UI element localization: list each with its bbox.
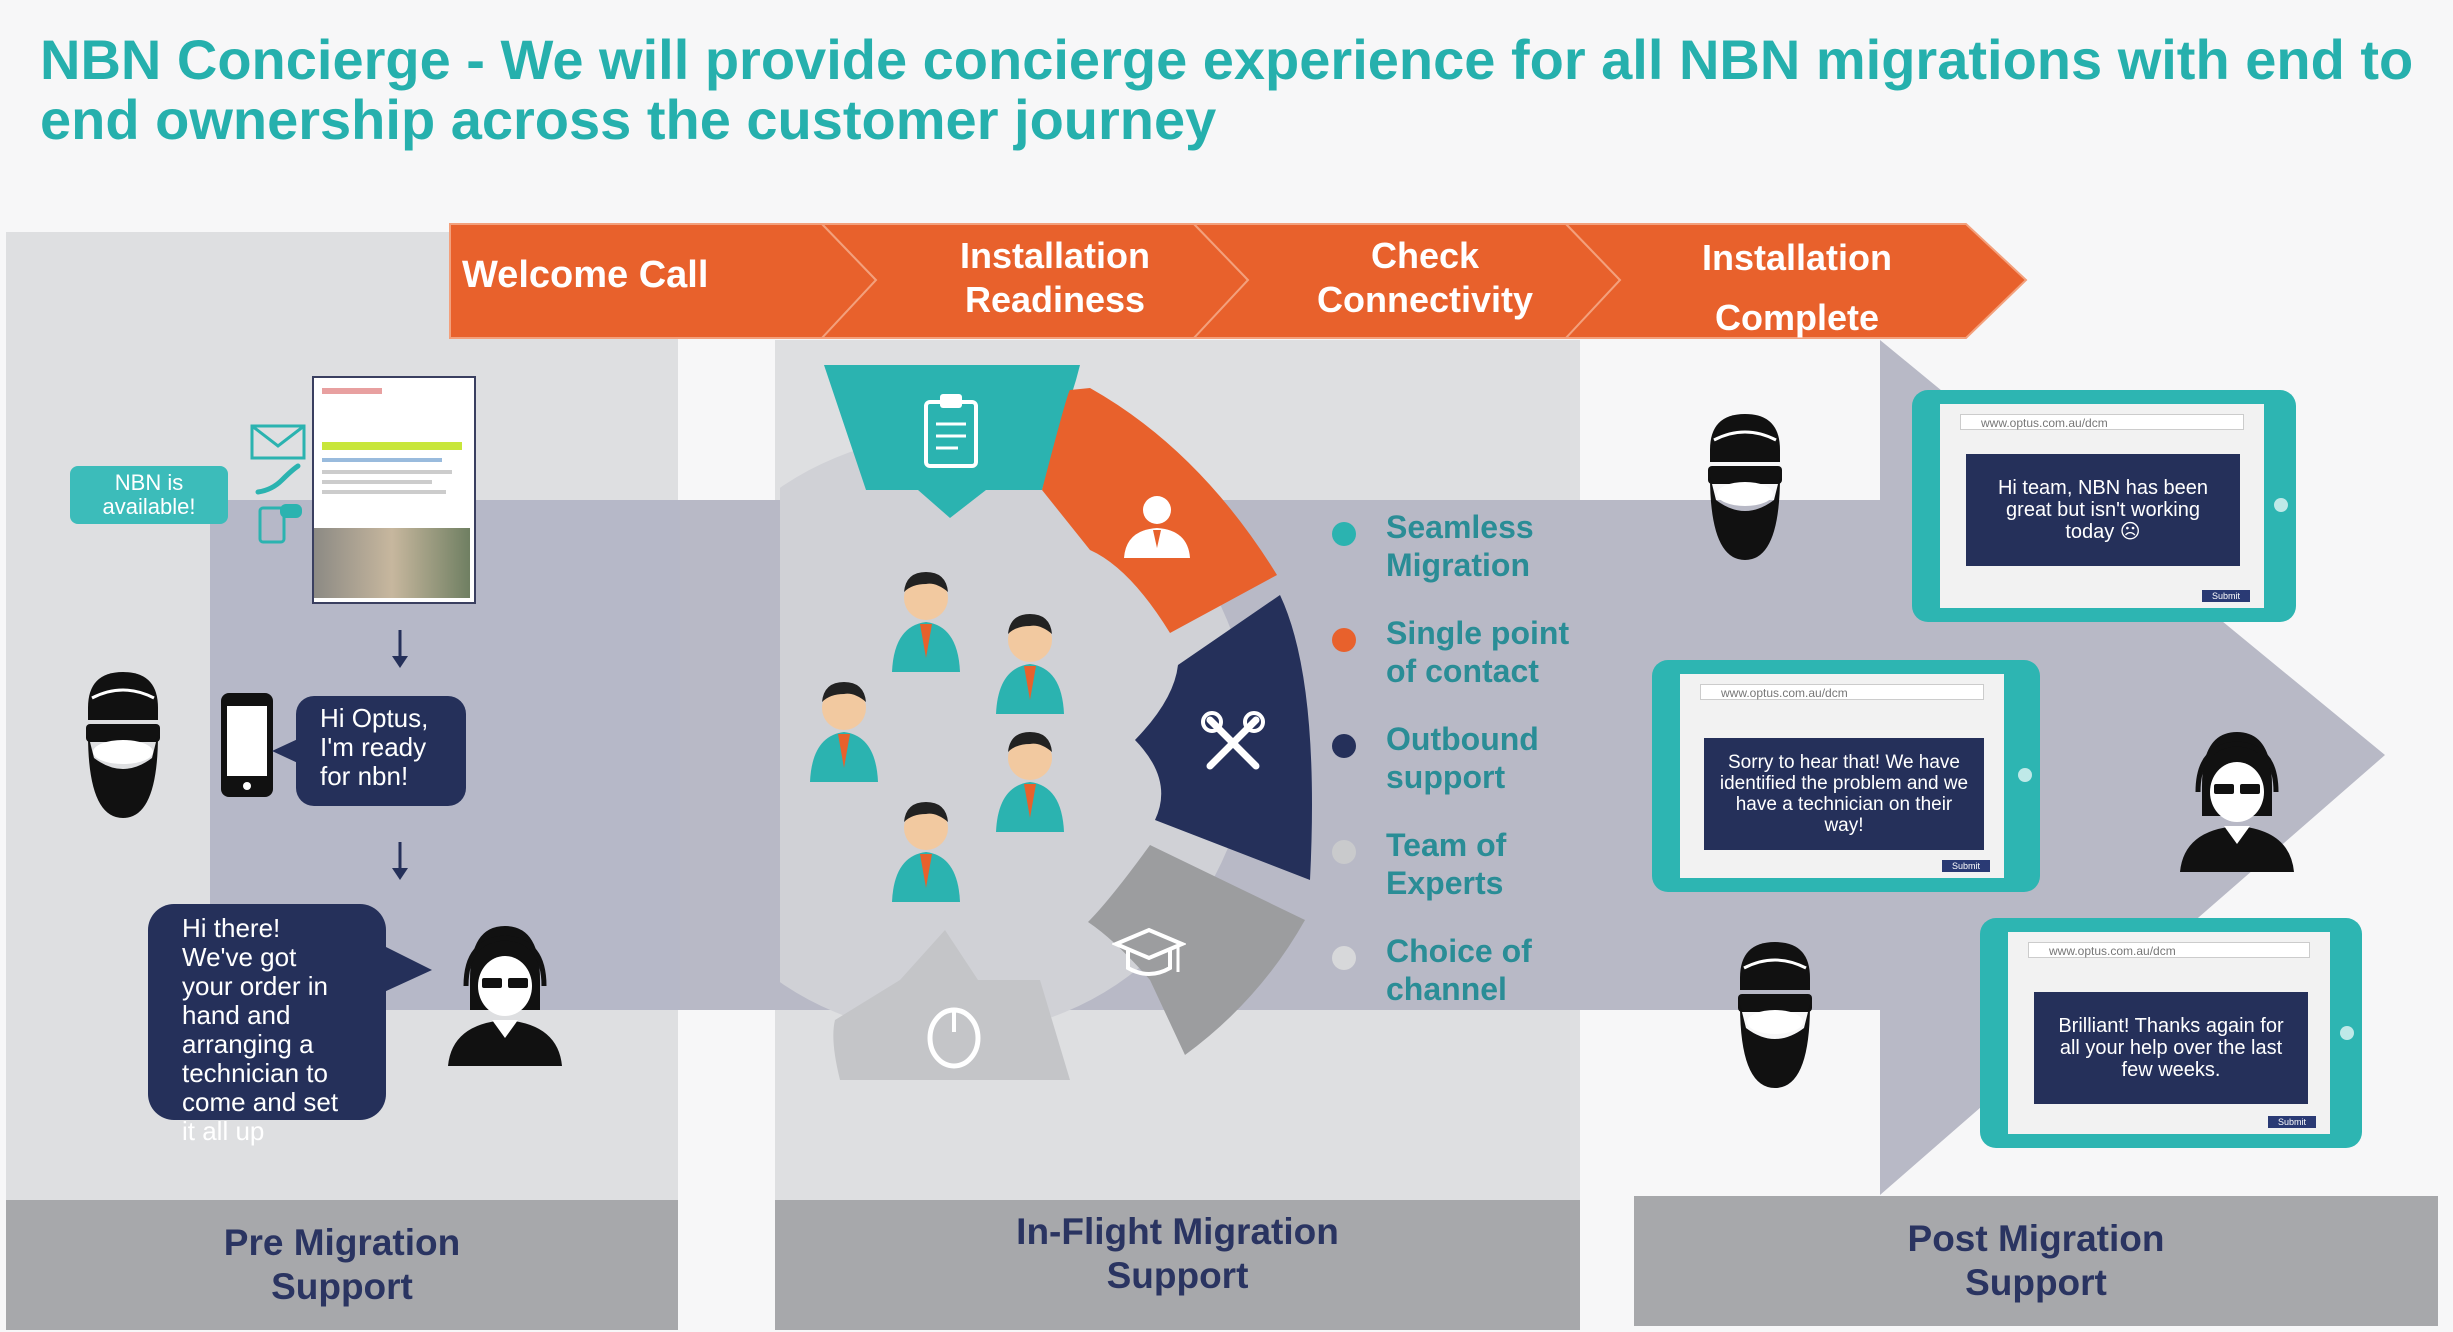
agent-icon <box>1124 496 1190 558</box>
customer-message-bubble: Hi Optus, I'm ready for nbn! <box>296 696 466 806</box>
legend-dot <box>1332 628 1356 652</box>
envelope-icon <box>250 424 306 460</box>
mouse-icon <box>927 1007 981 1069</box>
tablet-screen: www.optus.com.au/dcm Sorry to hear that!… <box>1680 674 2004 878</box>
footer-line: Support <box>271 1266 413 1307</box>
customer-avatar <box>1708 414 1782 560</box>
tablet-screen: www.optus.com.au/dcm Hi team, NBN has be… <box>1940 404 2264 608</box>
down-arrow-1 <box>392 630 408 668</box>
down-arrow-2 <box>392 842 408 880</box>
step-label: Complete <box>1714 297 1880 338</box>
clipboard-icon <box>924 394 978 468</box>
bubble-tail-right <box>384 946 432 992</box>
page-title: NBN Concierge - We will provide concierg… <box>40 28 2414 151</box>
email-document <box>312 376 476 604</box>
url-bar: www.optus.com.au/dcm <box>1960 414 2244 430</box>
legend-dot <box>1332 840 1356 864</box>
customer-avatar <box>1738 942 1812 1088</box>
legend-team-of-experts: Team of Experts <box>1332 826 1546 902</box>
step-label: Welcome Call <box>462 254 709 296</box>
footer-line: Support <box>1965 1262 2107 1303</box>
url-bar: www.optus.com.au/dcm <box>2028 942 2310 958</box>
step-label: Check <box>1370 235 1480 276</box>
badge-text: NBN is available! <box>102 470 196 519</box>
nbn-available-badge: NBN is available! <box>70 466 228 524</box>
legend-seamless-migration: Seamless Migration <box>1332 508 1546 584</box>
legend-label: Outbound support <box>1386 721 1539 795</box>
step-installation-complete: Installation Complete <box>1612 228 1982 348</box>
step-welcome-call: Welcome Call <box>462 254 792 297</box>
chat-message: Hi team, NBN has been great but isn't wo… <box>1966 454 2240 566</box>
tools-icon <box>1201 711 1265 770</box>
legend-single-point: Single point of contact <box>1332 614 1586 690</box>
bubble-tail-left <box>272 738 300 764</box>
footer-line: Support <box>1106 1255 1249 1296</box>
tablet-agent-message: www.optus.com.au/dcm Sorry to hear that!… <box>1652 660 2040 892</box>
agent-message-text: Hi there! We've got your order in hand a… <box>182 913 339 1146</box>
step-chevrons <box>449 223 2028 339</box>
step-label: Connectivity <box>1316 279 1534 320</box>
submit-button: Submit <box>2202 590 2250 602</box>
mobile-phone-icon <box>221 693 273 797</box>
support-agent-avatar <box>2180 732 2294 872</box>
tablet-customer-message-2: www.optus.com.au/dcm Brilliant! Thanks a… <box>1980 918 2362 1148</box>
legend-label: Choice of channel <box>1386 933 1532 1007</box>
step-label: Readiness <box>964 279 1146 320</box>
legend-dot <box>1332 522 1356 546</box>
submit-button: Submit <box>1942 860 1990 872</box>
step-check-connectivity: Check Connectivity <box>1240 234 1610 322</box>
chat-message: Sorry to hear that! We have identified t… <box>1704 738 1984 850</box>
url-bar: www.optus.com.au/dcm <box>1700 684 1984 700</box>
legend-dot <box>1332 734 1356 758</box>
legend-label: Seamless Migration <box>1386 509 1534 583</box>
legend-label: Single point of contact <box>1386 615 1570 689</box>
tablet-home-button <box>2340 1026 2354 1040</box>
agent-message-bubble: Hi there! We've got your order in hand a… <box>148 904 386 1146</box>
chat-message: Brilliant! Thanks again for all your hel… <box>2034 992 2308 1104</box>
footer-line: In-Flight Migration <box>1016 1211 1339 1252</box>
tablet-customer-message-1: www.optus.com.au/dcm Hi team, NBN has be… <box>1912 390 2296 622</box>
legend-choice-of-channel: Choice of channel <box>1332 932 1546 1008</box>
tablet-home-button <box>2274 498 2288 512</box>
tablet-home-button <box>2018 768 2032 782</box>
step-installation-readiness: Installation Readiness <box>870 234 1240 322</box>
sms-icon <box>258 504 302 544</box>
tablet-screen: www.optus.com.au/dcm Brilliant! Thanks a… <box>2008 932 2330 1134</box>
legend-dot <box>1332 946 1356 970</box>
submit-button: Submit <box>2268 1116 2316 1128</box>
step-label: Installation <box>959 235 1151 276</box>
legend-label: Team of Experts <box>1386 827 1507 901</box>
team-members-group <box>810 572 1064 902</box>
customer-avatar <box>86 672 160 818</box>
customer-message-text: Hi Optus, I'm ready for nbn! <box>320 703 429 791</box>
phone-icon <box>255 463 301 495</box>
graduation-cap-icon <box>1112 927 1186 976</box>
support-agent-avatar <box>448 926 562 1066</box>
footer-line: Pre Migration <box>223 1222 461 1263</box>
legend-outbound-support: Outbound support <box>1332 720 1546 796</box>
step-label: Installation <box>1701 237 1893 278</box>
footer-line: Post Migration <box>1907 1218 2165 1259</box>
